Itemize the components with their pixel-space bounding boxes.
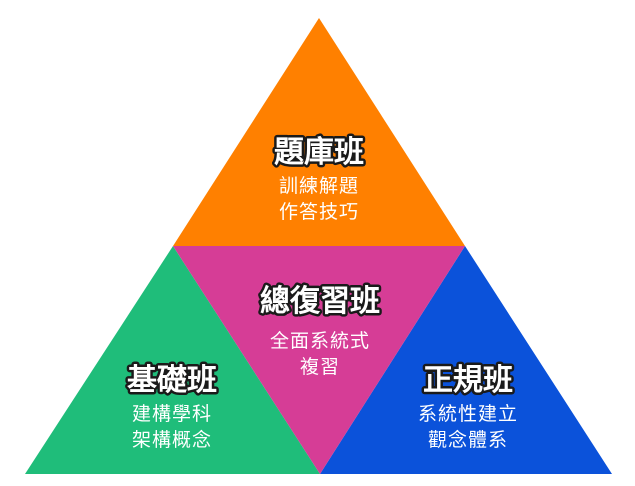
center-triangle bbox=[173, 246, 465, 474]
center-line1: 全面系統式 bbox=[270, 330, 370, 352]
right-line1: 系統性建立 bbox=[418, 403, 518, 425]
right-title: 正規班 bbox=[423, 363, 513, 398]
left-title: 基礎班 bbox=[127, 363, 217, 398]
top-triangle bbox=[173, 18, 465, 246]
left-line2: 架構概念 bbox=[132, 428, 212, 451]
center-title: 總復習班 bbox=[260, 284, 380, 319]
right-triangle bbox=[320, 246, 612, 474]
left-triangle bbox=[25, 246, 320, 474]
right-line2: 觀念體系 bbox=[428, 428, 508, 451]
top-line1: 訓練解題 bbox=[279, 175, 359, 197]
top-title: 題庫班 bbox=[274, 135, 364, 170]
top-line2: 作答技巧 bbox=[279, 201, 359, 223]
left-line1: 建構學科 bbox=[132, 403, 212, 425]
center-line2: 複習 bbox=[300, 356, 340, 378]
